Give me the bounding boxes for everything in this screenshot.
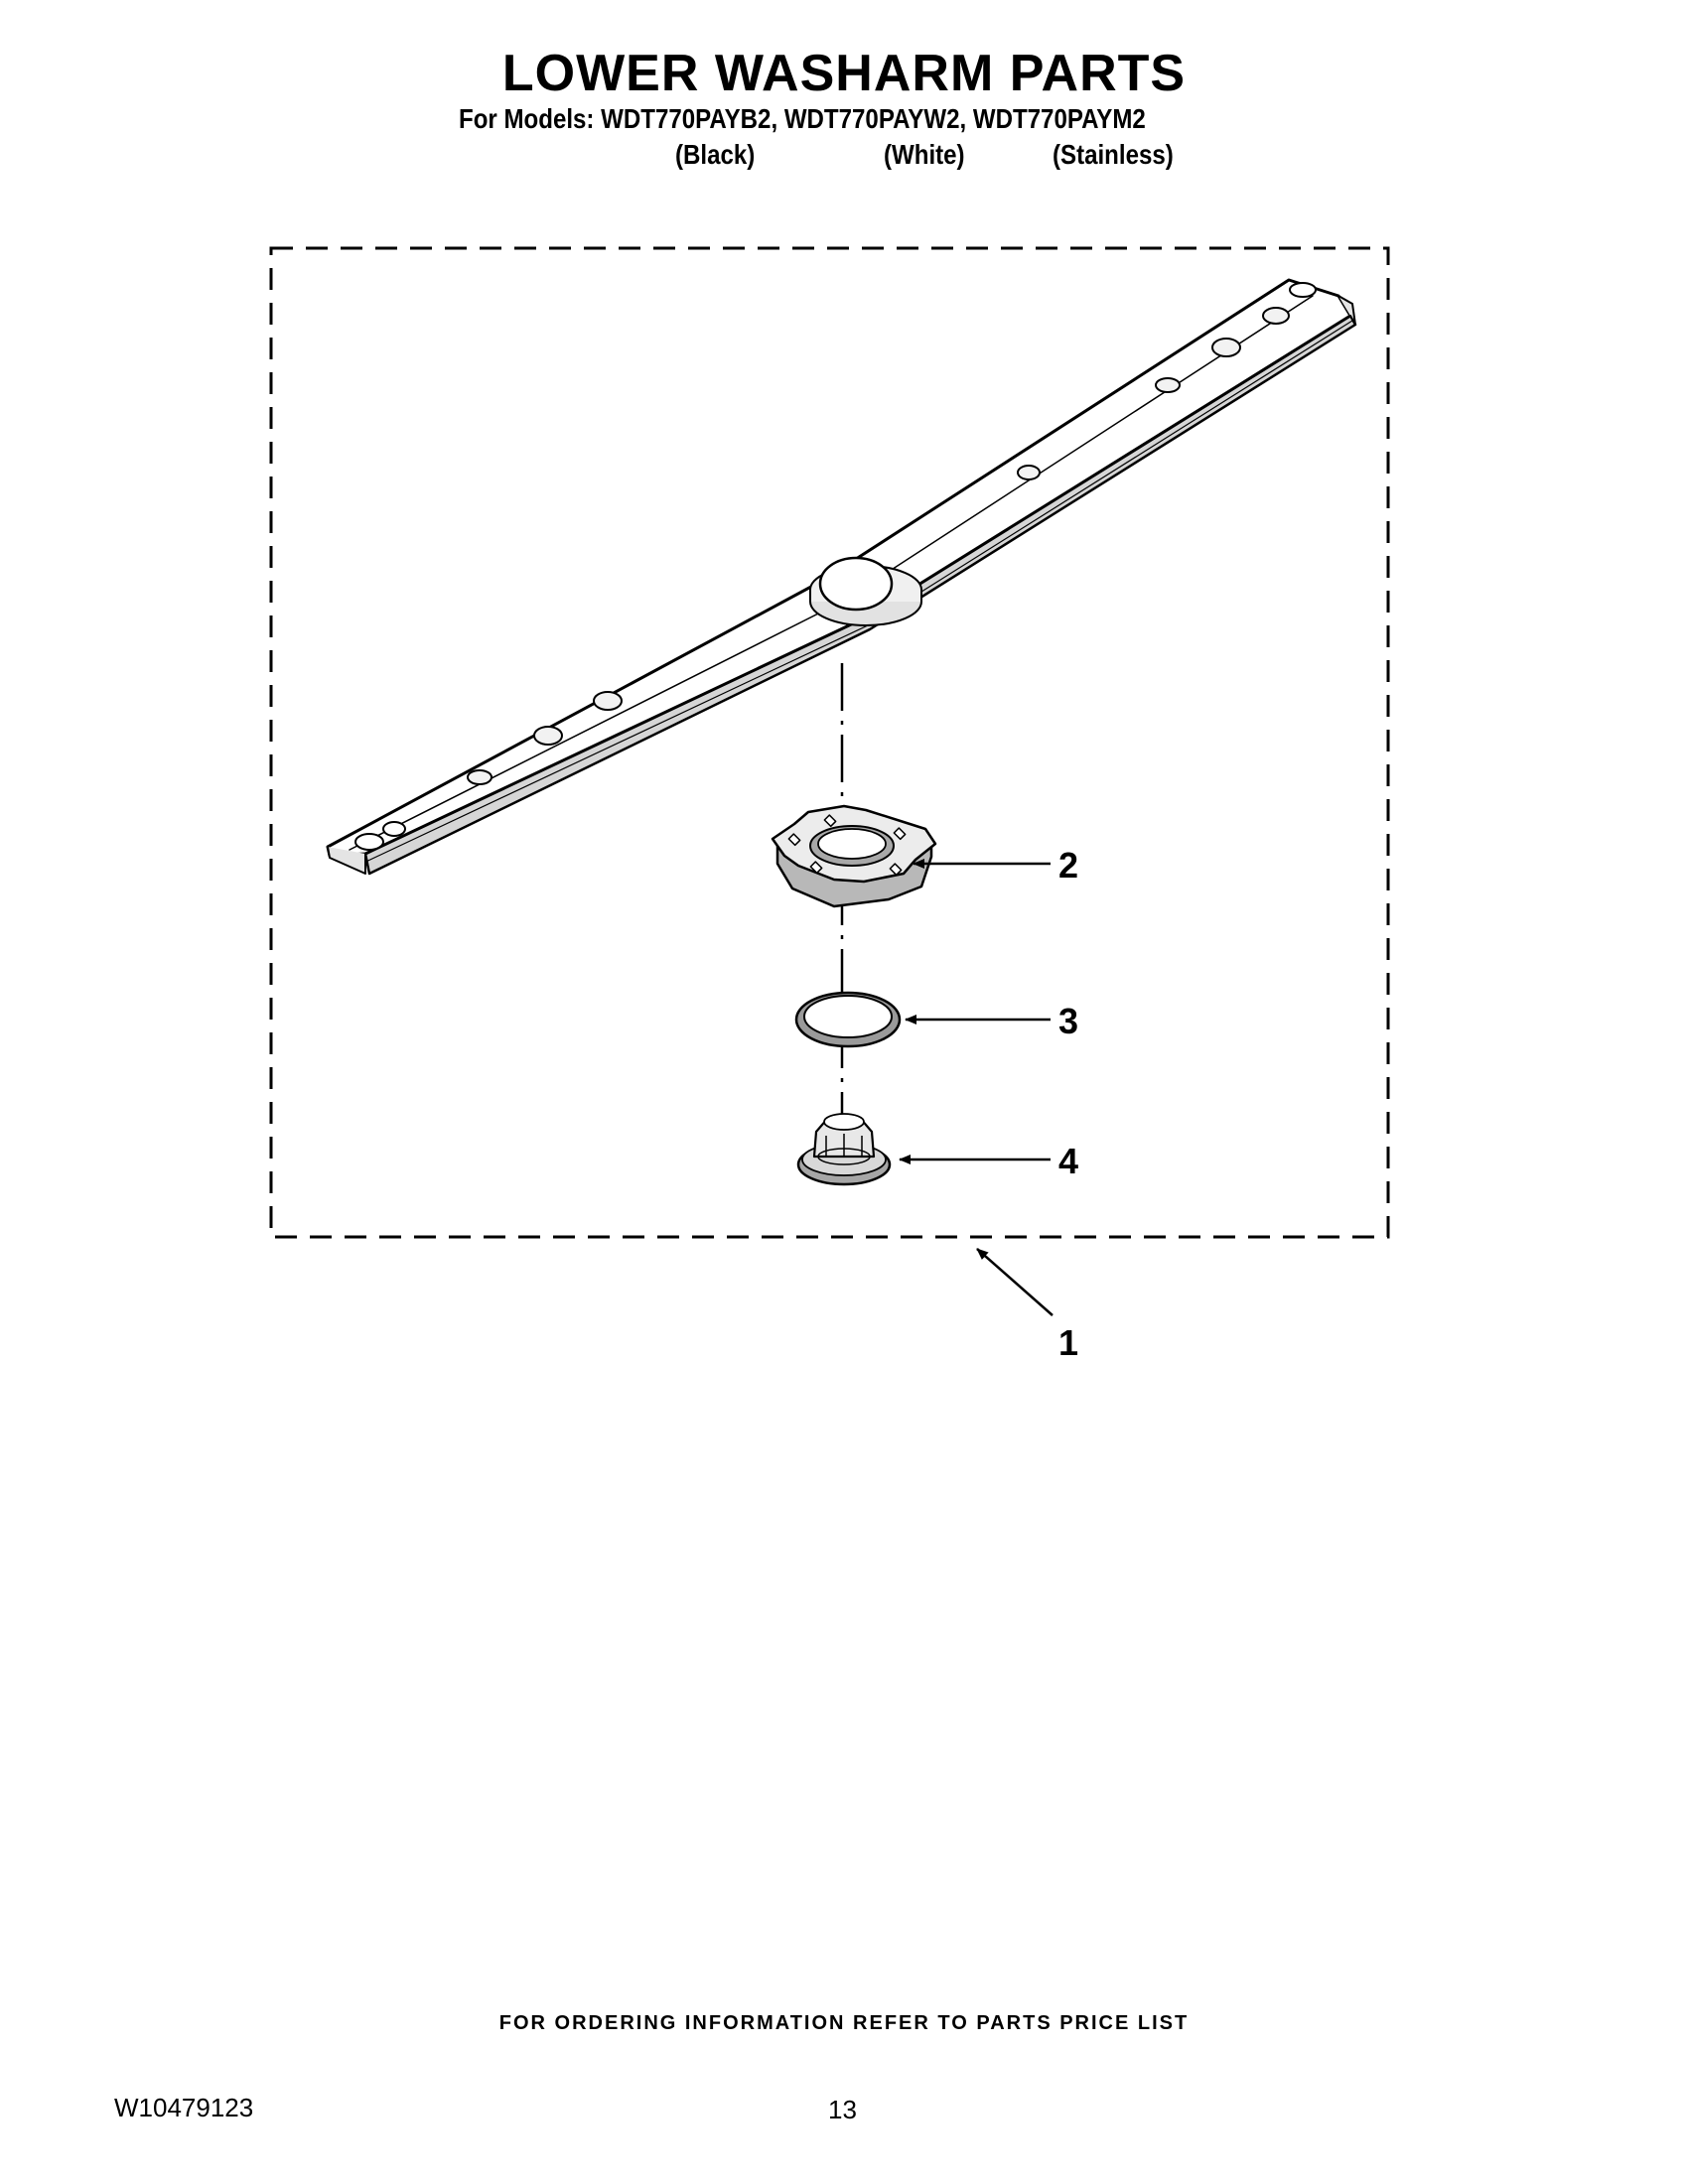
page-title: LOWER WASHARM PARTS: [501, 45, 1187, 102]
document-number: W10479123: [114, 2093, 254, 2122]
washarm: [326, 278, 1357, 876]
callout-label-1: 1: [1058, 1322, 1078, 1363]
callout-label-3: 3: [1058, 1001, 1078, 1041]
callout-label-4: 4: [1058, 1141, 1078, 1181]
variant-white: (White): [884, 139, 965, 170]
page-number: 13: [828, 2095, 857, 2124]
bearing-ring: [771, 804, 937, 908]
variant-stainless: (Stainless): [1053, 139, 1174, 170]
callout-arrow-1: [976, 1248, 1054, 1316]
callout-label-2: 2: [1058, 845, 1078, 886]
variant-black: (Black): [675, 139, 756, 170]
retainer-nut: [796, 1113, 892, 1186]
assembly-boundary-box: [269, 246, 1390, 1239]
ordering-note: FOR ORDERING INFORMATION REFER TO PARTS …: [498, 2012, 1190, 2034]
models-line: For Models: WDT770PAYB2, WDT770PAYW2, WD…: [459, 103, 1146, 134]
seal-ring: [794, 991, 902, 1048]
